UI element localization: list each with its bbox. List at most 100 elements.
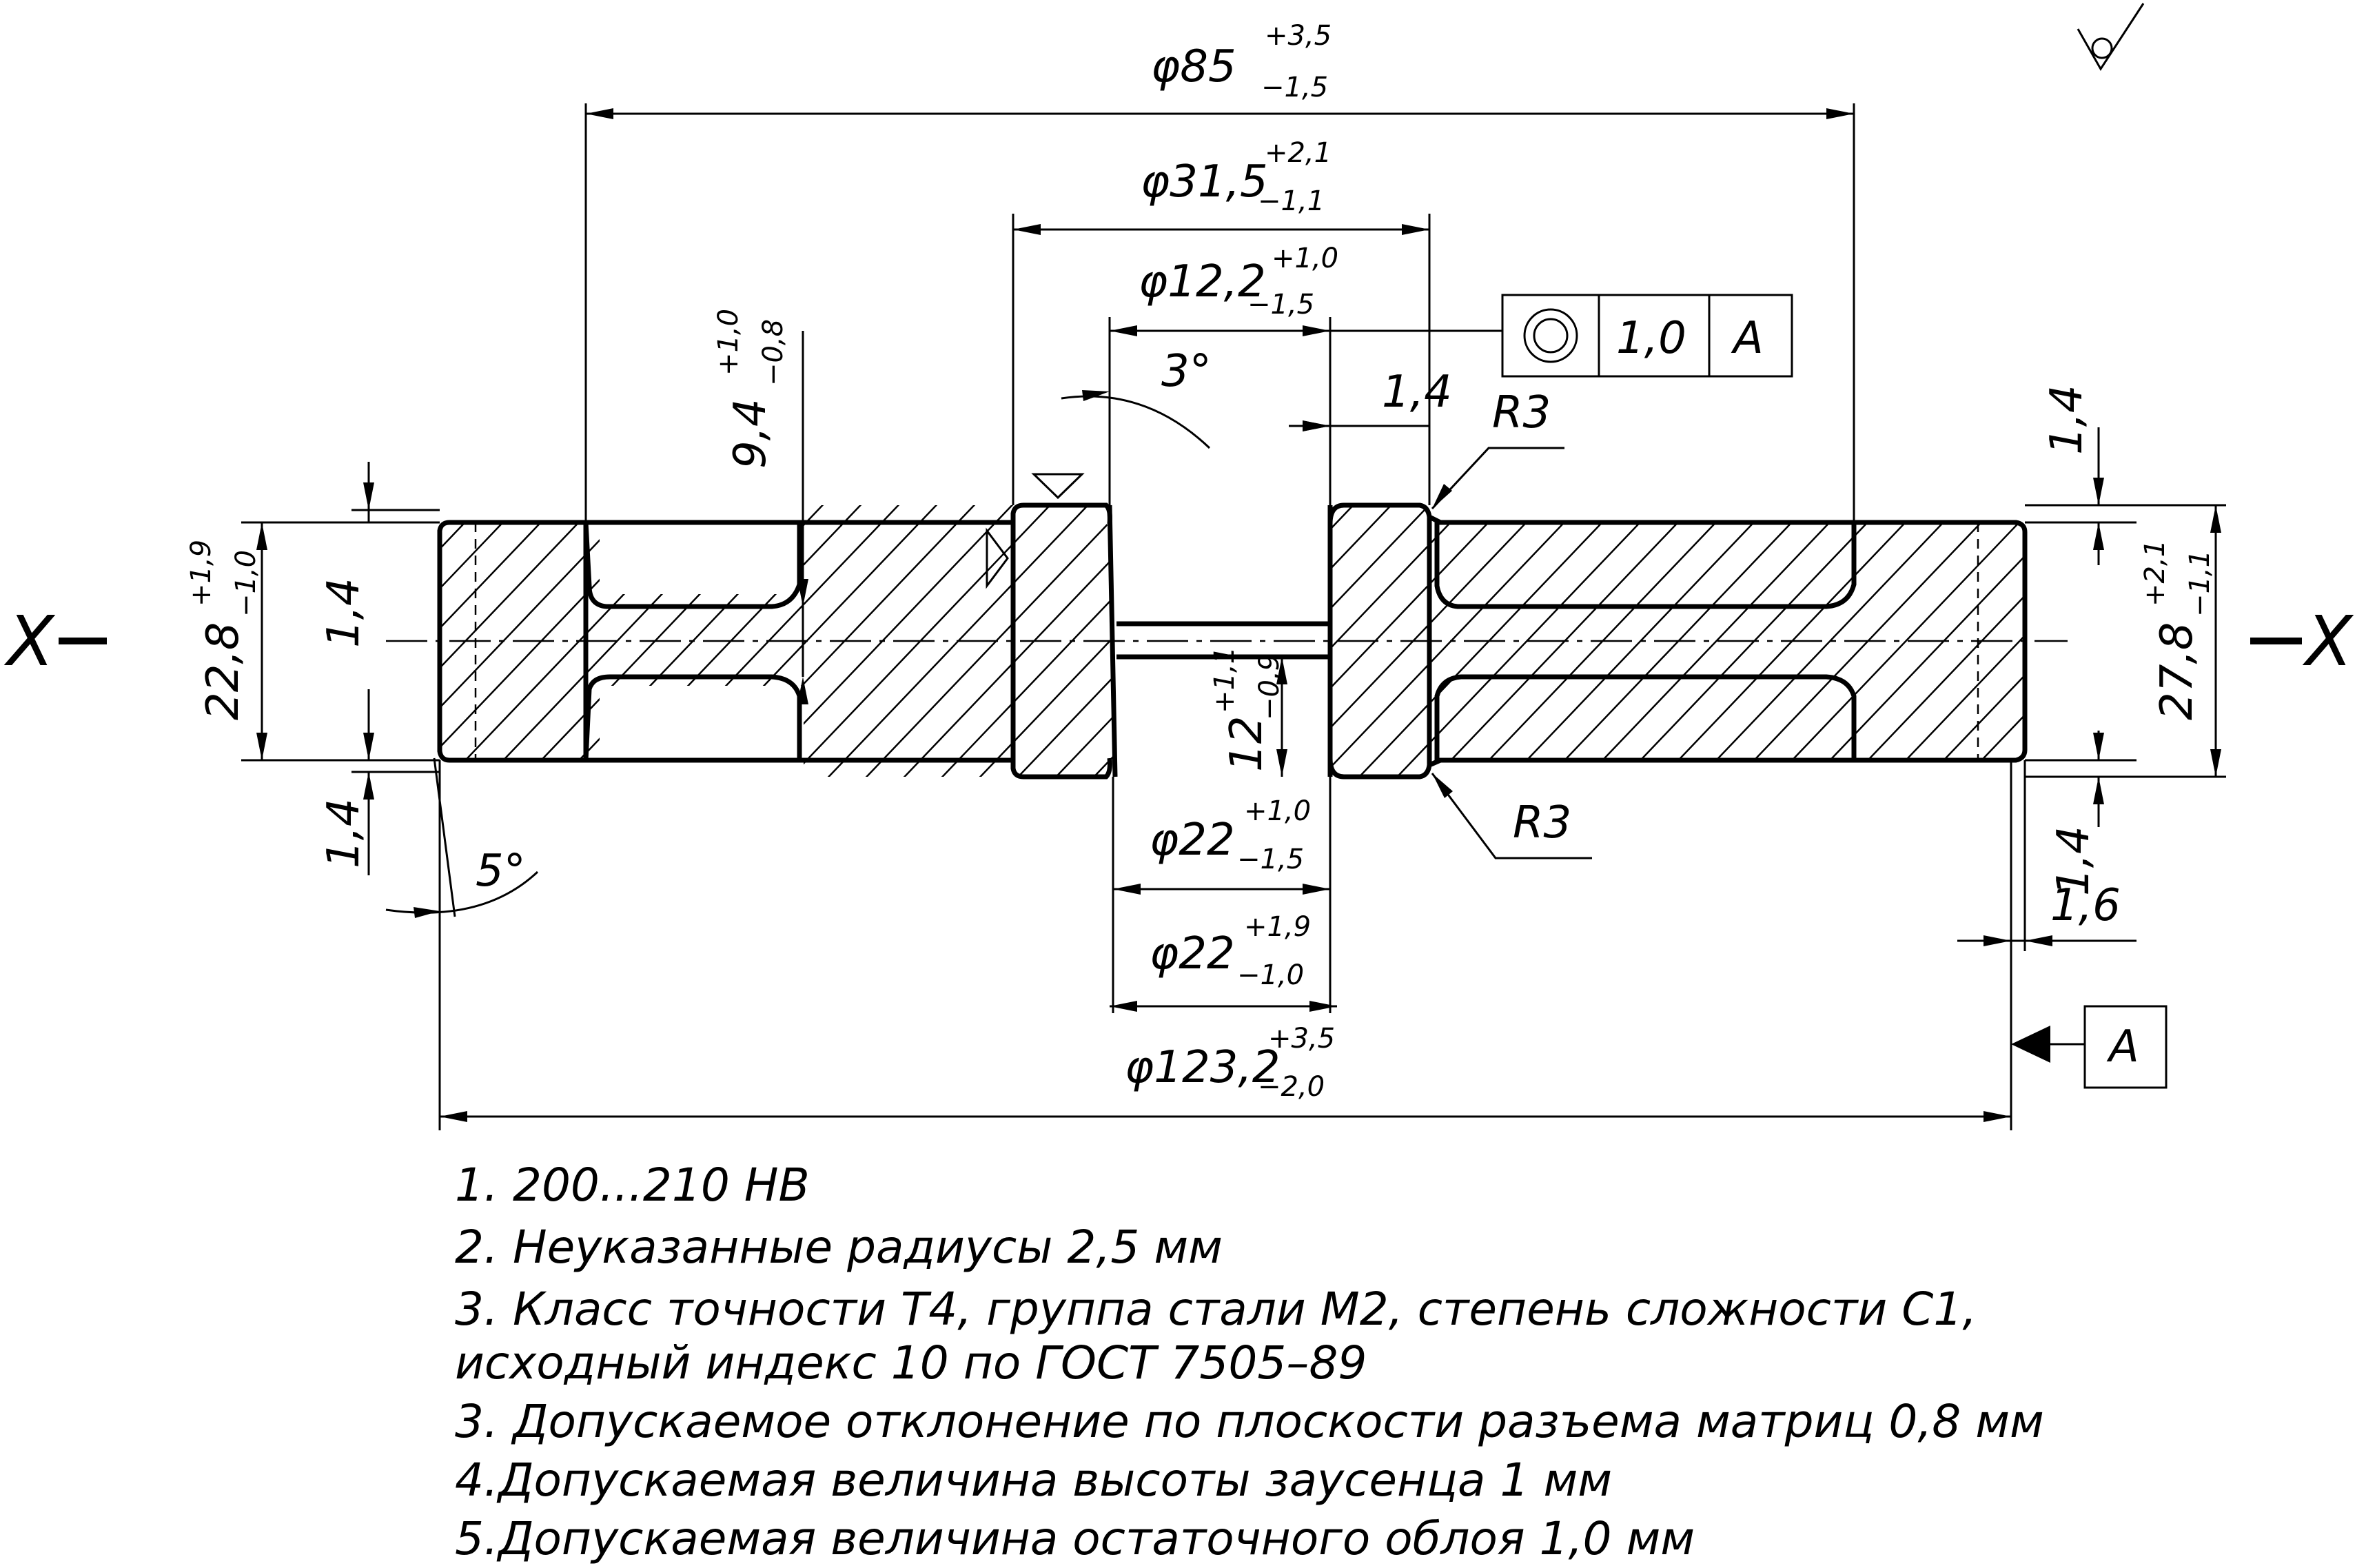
dim-d85: φ85 [1151, 41, 1236, 92]
cavity-right-bottom [1434, 674, 1857, 763]
technical-notes: 1. 200...210 HB 2. Неуказанные радиусы 2… [455, 1159, 2044, 1565]
hatch-line [1464, 505, 1755, 777]
radius-leaders [1431, 447, 1592, 859]
dim-d12-2: φ12,2 [1139, 256, 1266, 307]
dim-d123-2-upper: +3,5 [1268, 1023, 1335, 1055]
dim-d123-2: φ123,2 [1125, 1042, 1280, 1093]
hatch-line [1767, 505, 2025, 777]
hatch-line [138, 482, 427, 786]
hatch-line [1805, 505, 2025, 777]
datum-marker [2011, 1005, 2168, 1089]
dim-d31-5: φ31,5 [1141, 156, 1268, 207]
hatch-line [1426, 505, 1717, 777]
hatch-line [440, 505, 618, 777]
hatch-line [1502, 505, 1793, 777]
svg-text:27,8: 27,8 [2152, 622, 2203, 721]
hatch-line [1312, 505, 1603, 777]
part-outline [437, 502, 2028, 780]
hatch-line [1995, 505, 2025, 777]
surface-finish-icon [2077, 3, 2145, 71]
tolerance-value: 1,0 [1616, 313, 1686, 364]
dim-d22-b-lower: −1,0 [1237, 959, 1304, 991]
dim-r3-top: R3 [1492, 387, 1551, 438]
note-4: 4.Допускаемая величина высоты заусенца 1… [455, 1454, 1612, 1507]
hatch-line [440, 505, 693, 777]
cavity-left-bottom [583, 674, 802, 763]
dim-d12-2-lower: −1,5 [1247, 289, 1314, 320]
dim-t1-4-center: 1,4 [1382, 367, 1452, 418]
cavity-right-top [1434, 520, 1857, 609]
dim-h12: 12 +1,1 −0,9 [1209, 646, 1285, 772]
dim-d22-a: φ22 [1150, 815, 1235, 866]
dim-d31-5-upper: +2,1 [1265, 137, 1332, 169]
dim-h9-4-lower: −0,8 [757, 319, 789, 386]
hatch-line [1615, 505, 1906, 777]
hatch-line [1881, 505, 2025, 777]
hatch-line [440, 505, 580, 777]
svg-text:9,4: 9,4 [725, 398, 776, 469]
dim-t1-6: 1,6 [2050, 880, 2121, 931]
hatch-line [1388, 505, 1679, 777]
hatch-line [744, 505, 1034, 777]
note-3b: 3. Допускаемое отклонение по плоскости р… [455, 1395, 2044, 1448]
tolerance-datum: A [1731, 313, 1764, 364]
cavity-left-top [583, 520, 802, 609]
dim-angle-5: 5° [476, 846, 526, 897]
hatch-line [857, 505, 1148, 777]
extension-lines [241, 103, 2226, 1130]
dim-h22-8: 22,8 +1,9 −1,0 [185, 540, 262, 720]
hatch-line [440, 505, 655, 777]
dim-h9-4-upper: +1,0 [713, 309, 744, 376]
dim-h22-8-upper: +1,9 [185, 540, 217, 607]
dim-d22-b: φ22 [1150, 928, 1235, 979]
hatch-line [1578, 505, 1868, 777]
dim-t1-4-left-bottom: 1,4 [318, 798, 369, 868]
dim-r3-bottom: R3 [1513, 797, 1571, 848]
dim-t1-4-right-bottom: 1,4 [2048, 826, 2099, 896]
hatch-line [1957, 505, 2025, 777]
dim-d85-lower: −1,5 [1261, 72, 1328, 103]
dim-d12-2-upper: +1,0 [1272, 243, 1338, 274]
hatch-line [630, 505, 921, 777]
dim-d22-a-upper: +1,0 [1244, 795, 1311, 827]
hatch-line [478, 505, 769, 777]
concentricity-icon [1523, 308, 1578, 363]
hatch-line [592, 505, 883, 777]
dim-h12-upper: +1,1 [1209, 646, 1241, 713]
dim-d31-5-lower: −1,1 [1258, 185, 1325, 217]
hatch-line [516, 505, 807, 777]
note-5: 5.Допускаемая величина остаточного облоя… [455, 1512, 1695, 1565]
dim-t1-4-right-top: 1,4 [2041, 385, 2092, 455]
hatch-line [782, 505, 1072, 777]
dim-d123-2-lower: −2,0 [1258, 1071, 1325, 1103]
dim-h22-8-lower: −1,0 [230, 550, 262, 617]
dimension-lines [256, 108, 2221, 1122]
note-3-cont: исходный индекс 10 по ГОСТ 7505–89 [455, 1336, 1367, 1389]
svg-text:22,8: 22,8 [198, 622, 249, 721]
hatch-line [440, 505, 542, 777]
dim-d22-a-lower: −1,5 [1237, 844, 1304, 875]
hatch-line [440, 505, 504, 777]
hatch-line [1653, 505, 1944, 777]
dim-h27-8-lower: −1,1 [2184, 550, 2216, 617]
hatch-line [1919, 505, 2025, 777]
hatch-line [1350, 505, 1641, 777]
dim-d85-upper: +3,5 [1265, 20, 1332, 52]
axis-label-right: X [2302, 601, 2354, 682]
axis-label-left: X [3, 601, 56, 682]
dim-h12-lower: −0,9 [1254, 653, 1285, 720]
hatch-line [1691, 505, 1982, 777]
datum-label: A [2106, 1021, 2139, 1072]
note-3: 3. Класс точности Т4, группа стали М2, с… [455, 1283, 1977, 1336]
tolerance-frame: 1,0 A [1501, 294, 1793, 378]
hatch-line [819, 505, 1110, 777]
hatch-line [1540, 505, 1830, 777]
dim-t1-4-left-top: 1,4 [318, 578, 369, 648]
dim-angle-3: 3° [1161, 346, 1212, 397]
dim-h27-8-upper: +2,1 [2139, 540, 2171, 607]
note-1: 1. 200...210 HB [455, 1159, 810, 1212]
hatch-line [1843, 505, 2025, 777]
hatch-line [668, 505, 959, 777]
parting-surface-mark-icon [986, 473, 1085, 589]
